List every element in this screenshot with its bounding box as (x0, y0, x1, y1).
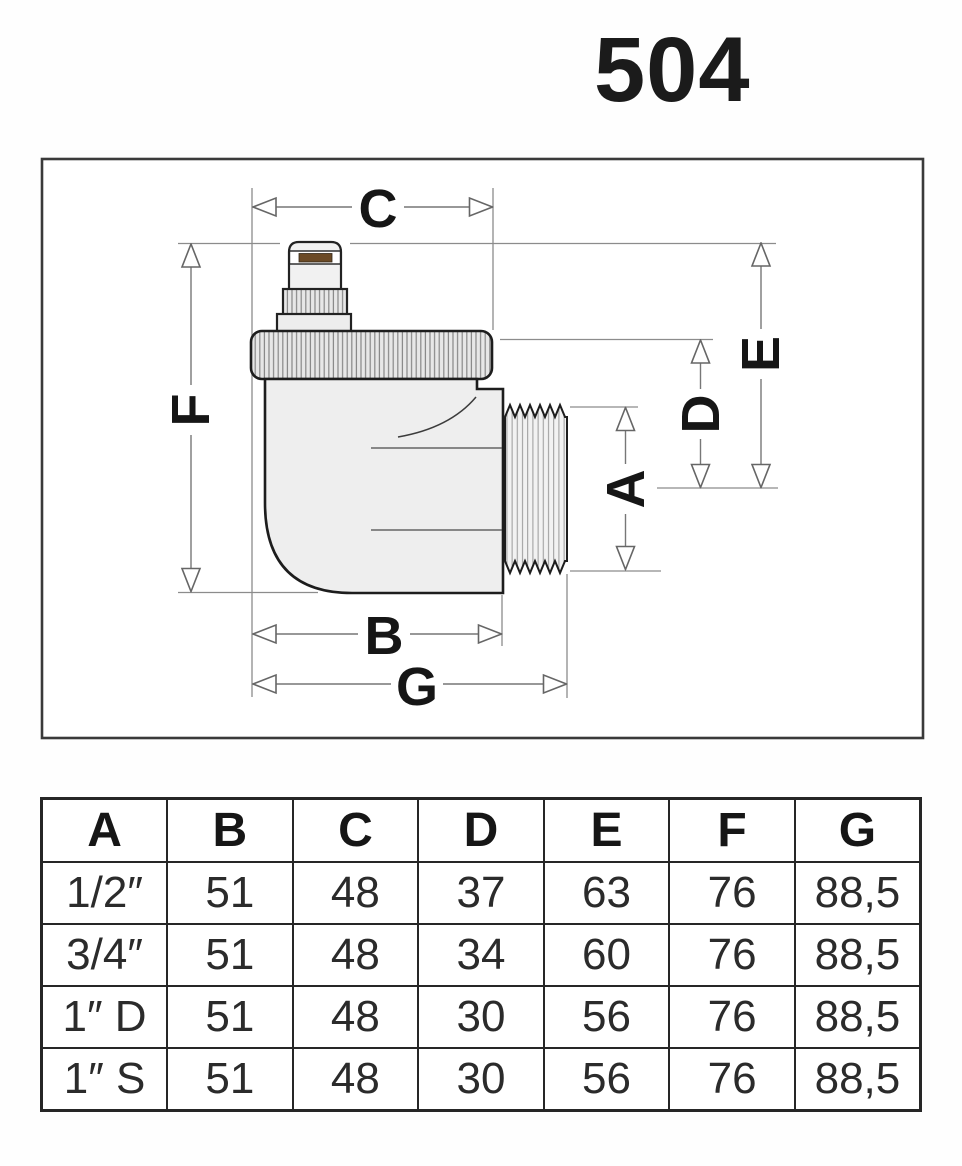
dim-label-e: E (731, 336, 791, 372)
main-knurled-cap (249, 329, 494, 381)
col-header-g: G (793, 797, 922, 863)
male-thread (504, 402, 568, 576)
cell-value: 51 (166, 861, 294, 925)
cell-value: 51 (166, 1047, 294, 1112)
cell-value: 88,5 (793, 923, 922, 987)
cell-value: 51 (166, 923, 294, 987)
valve-body (263, 377, 505, 595)
cap-plinth (275, 312, 353, 334)
col-header-a: A (40, 797, 169, 863)
cell-value: 30 (417, 1047, 545, 1112)
cell-value: 56 (542, 985, 671, 1049)
dim-label-d: D (671, 395, 731, 434)
table-row: 1/2″ 51 48 37 63 76 88,5 (40, 861, 922, 925)
cell-value: 76 (668, 861, 796, 925)
table-row: 3/4″ 51 48 34 60 76 88,5 (40, 923, 922, 987)
cell-value: 37 (417, 861, 545, 925)
cell-size: 1″ S (40, 1047, 169, 1112)
dim-label-c: C (359, 179, 398, 239)
dimension-label-backplates (167, 183, 785, 708)
inner-elbow-curve (397, 396, 477, 438)
cell-value: 48 (291, 985, 420, 1049)
extension-lines (178, 188, 778, 698)
cell-size: 3/4″ (40, 923, 169, 987)
table-row: 1″ D 51 48 30 56 76 88,5 (40, 985, 922, 1049)
dim-label-g: G (396, 657, 438, 717)
cell-value: 63 (542, 861, 671, 925)
cell-value: 48 (291, 923, 420, 987)
col-header-f: F (668, 797, 796, 863)
cell-value: 88,5 (793, 861, 922, 925)
cell-value: 51 (166, 985, 294, 1049)
cell-value: 88,5 (793, 1047, 922, 1112)
col-header-b: B (166, 797, 294, 863)
cell-value: 60 (542, 923, 671, 987)
cell-value: 88,5 (793, 985, 922, 1049)
dim-label-f: F (161, 394, 221, 427)
dimensions-table-header: A B C D E F G (40, 797, 922, 863)
cell-value: 30 (417, 985, 545, 1049)
vent-cap (287, 240, 343, 293)
cell-value: 34 (417, 923, 545, 987)
air-vent-valve (249, 240, 568, 595)
dimension-labels: C B G F A D E (161, 179, 791, 717)
dim-label-a: A (596, 470, 656, 509)
cell-size: 1″ D (40, 985, 169, 1049)
dimensions-table-body: 1/2″ 51 48 37 63 76 88,5 3/4″ 51 48 34 6… (40, 861, 922, 1112)
dim-label-b: B (365, 606, 404, 666)
table-row: 1″ S 51 48 30 56 76 88,5 (40, 1047, 922, 1112)
vent-seal (298, 253, 333, 263)
col-header-e: E (542, 797, 671, 863)
dimensions-table: A B C D E F G 1/2″ 51 48 37 63 76 88,5 3… (40, 797, 922, 1112)
col-header-c: C (291, 797, 420, 863)
knurl-ring (281, 287, 349, 317)
cell-value: 76 (668, 923, 796, 987)
cell-size: 1/2″ (40, 861, 169, 925)
header-row: A B C D E F G (40, 797, 922, 863)
cell-value: 56 (542, 1047, 671, 1112)
product-code: 504 (594, 19, 751, 121)
cell-value: 48 (291, 1047, 420, 1112)
valve-dimension-drawing: C B G F A D E (40, 157, 925, 740)
col-header-d: D (417, 797, 545, 863)
cell-value: 76 (668, 1047, 796, 1112)
cell-value: 48 (291, 861, 420, 925)
cell-value: 76 (668, 985, 796, 1049)
